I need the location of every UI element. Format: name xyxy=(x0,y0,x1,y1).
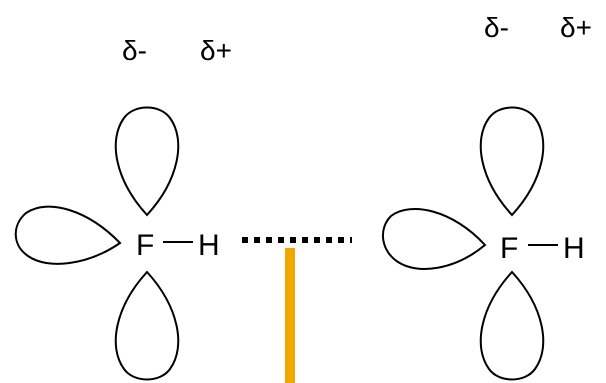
partial-charge-positive-left: δ+ xyxy=(200,35,232,66)
atom-hydrogen-right: H xyxy=(563,232,585,265)
molecule-right: δ- δ+ F H xyxy=(382,12,592,381)
atom-fluorine-right: F xyxy=(500,232,518,265)
partial-charge-positive-right: δ+ xyxy=(560,12,592,43)
atom-hydrogen-left: H xyxy=(198,229,220,262)
molecule-left: δ- δ+ F H xyxy=(14,35,232,381)
lone-pair-bottom-right xyxy=(479,270,545,381)
lone-pair-left-left xyxy=(14,205,122,265)
atom-fluorine-left: F xyxy=(136,229,154,262)
lone-pair-top-left xyxy=(114,106,180,217)
lone-pair-bottom-left xyxy=(114,270,180,381)
partial-charge-negative-right: δ- xyxy=(484,12,509,43)
lone-pair-top-right xyxy=(479,106,545,217)
partial-charge-negative-left: δ- xyxy=(122,35,147,66)
lone-pair-left-right xyxy=(382,208,487,270)
